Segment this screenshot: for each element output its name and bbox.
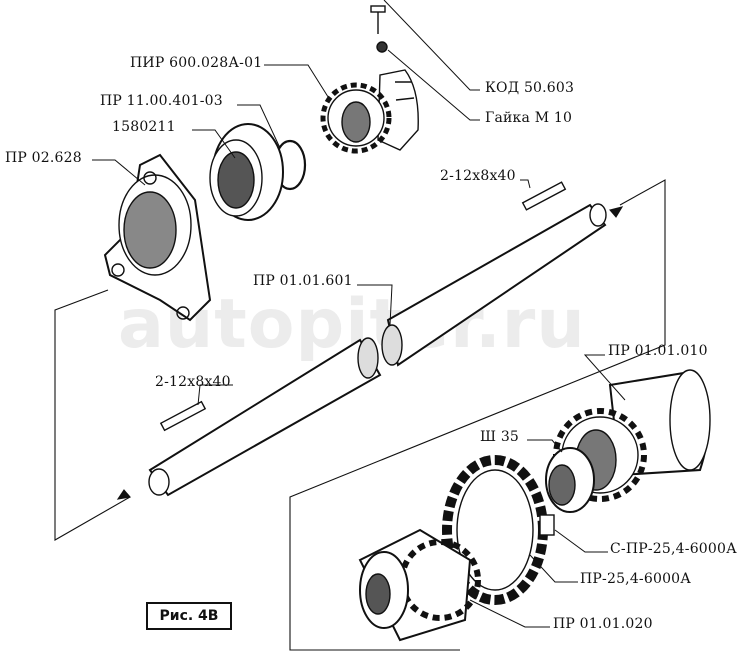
hub-sprocket (553, 369, 711, 502)
label-chain-link: С-ПР-25,4-6000А (610, 541, 737, 557)
label-bearing: 1580211 (112, 119, 176, 135)
label-shaft: ПР 01.01.601 (253, 273, 353, 289)
label-bolt: КОД 50.603 (485, 80, 575, 96)
label-washer: Ш 35 (480, 429, 520, 445)
figure-label: Рис. 4В (146, 602, 232, 630)
assembly-lines (54, 179, 666, 651)
label-flange: ПР 02.628 (5, 150, 82, 166)
flange-housing (103, 153, 212, 322)
bearing (209, 123, 284, 221)
sprocket-top (320, 69, 419, 154)
label-chain: ПР-25,4-6000А (580, 571, 692, 587)
key-top (521, 181, 567, 211)
label-cone-sprocket: ПР 01.01.020 (553, 616, 653, 632)
bolt (370, 5, 388, 53)
cone-sprocket (358, 528, 481, 642)
label-key-top: 2-12х8х40 (440, 168, 516, 184)
key-left (159, 400, 207, 432)
shaft (148, 203, 607, 497)
leader-lines (92, 0, 626, 628)
label-hub-sprocket: ПР 01.01.010 (608, 343, 708, 359)
label-sprocket-top: ПИР 600.028А-01 (130, 55, 263, 71)
label-key-left: 2-12х8х40 (155, 374, 231, 390)
roller-chain (442, 455, 555, 605)
label-nut: Гайка М 10 (485, 110, 573, 126)
label-ring: ПР 11.00.401-03 (100, 93, 223, 109)
washer (545, 447, 595, 513)
